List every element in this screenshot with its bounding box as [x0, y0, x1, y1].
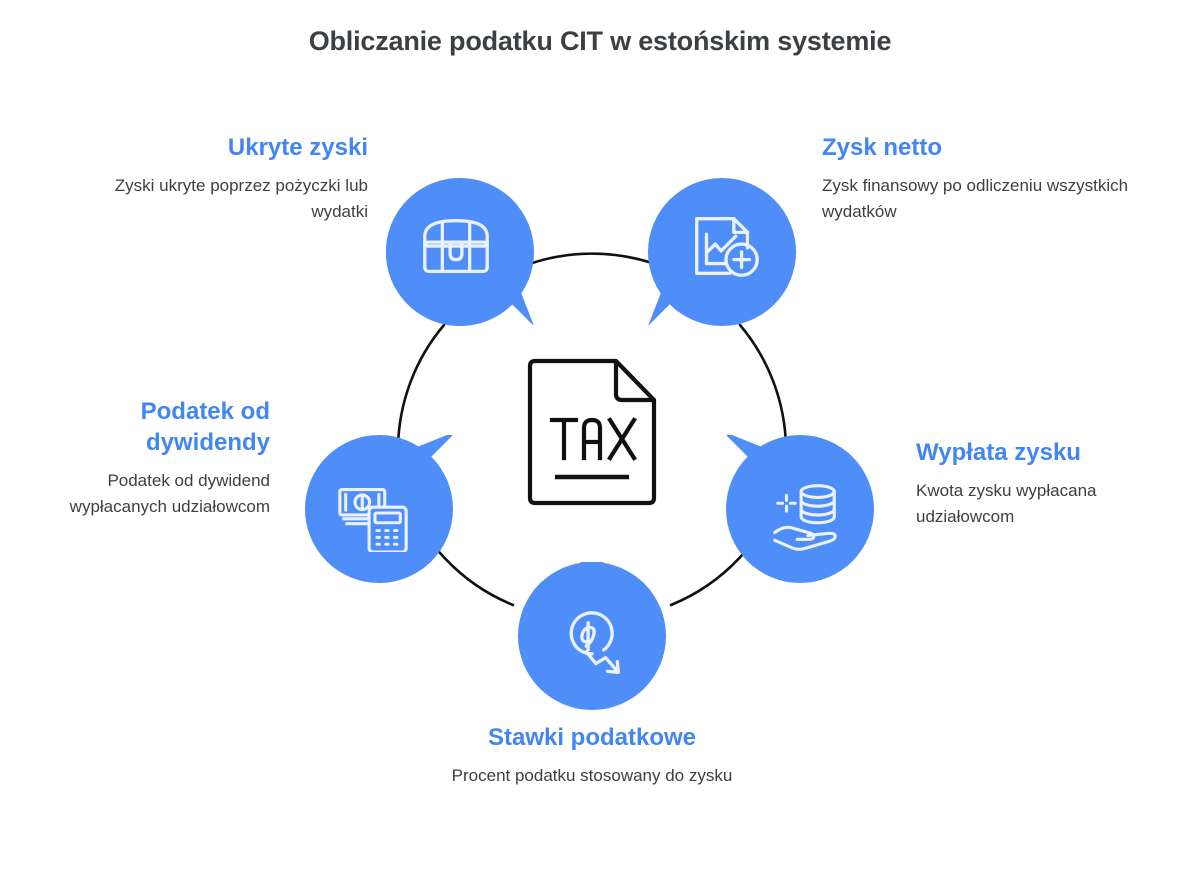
node-marker-net-profit[interactable]	[648, 178, 796, 326]
node-marker-profit-payout[interactable]	[726, 435, 874, 583]
tax-document-icon	[527, 358, 657, 506]
label-description-dividend-tax: Podatek od dywidend wypłacanych udziałow…	[69, 471, 270, 517]
orbit-arc-upper-right	[738, 323, 788, 449]
hand-holding-coins-icon	[773, 484, 837, 551]
node-marker-tax-rates[interactable]	[518, 562, 666, 710]
banknote-calculator-icon	[338, 488, 408, 552]
label-dividend-tax: Podatek od dywidendy Podatek od dywidend…	[30, 396, 270, 520]
label-net-profit: Zysk netto Zysk finansowy po odliczeniu …	[822, 132, 1152, 225]
label-tax-rates: Stawki podatkowe Procent podatku stosowa…	[432, 722, 752, 789]
node-marker-hidden-profits[interactable]	[386, 178, 534, 326]
orbit-arc-upper-left	[396, 323, 446, 449]
page-title: Obliczanie podatku CIT w estońskim syste…	[308, 26, 892, 56]
label-hidden-profits: Ukryte zyski Zyski ukryte poprzez pożycz…	[58, 132, 368, 225]
label-description-hidden-profits: Zyski ukryte poprzez pożyczki lub wydatk…	[114, 176, 368, 222]
percent-declining-arrow-icon	[569, 611, 620, 674]
node-marker-dividend-tax[interactable]	[305, 435, 453, 583]
teardrop-shape-bottom-right	[386, 178, 534, 326]
label-heading-hidden-profits: Ukryte zyski	[227, 134, 368, 161]
orbit-arc-top	[519, 252, 665, 269]
label-heading-profit-payout: Wypłata zysku	[916, 439, 1081, 466]
center-tax-document	[524, 358, 660, 508]
label-description-profit-payout: Kwota zysku wypłacana udziałowcom	[916, 481, 1097, 527]
label-heading-dividend-tax: Podatek od dywidendy	[140, 398, 270, 457]
treasure-chest-icon	[423, 218, 489, 274]
label-heading-tax-rates: Stawki podatkowe	[487, 724, 697, 751]
document-chart-plus-icon	[695, 217, 759, 277]
label-profit-payout: Wypłata zysku Kwota zysku wypłacana udzi…	[916, 437, 1184, 530]
label-description-tax-rates: Procent podatku stosowany do zysku	[451, 766, 733, 786]
label-heading-net-profit: Zysk netto	[822, 134, 943, 161]
label-description-net-profit: Zysk finansowy po odliczeniu wszystkich …	[822, 176, 1129, 222]
